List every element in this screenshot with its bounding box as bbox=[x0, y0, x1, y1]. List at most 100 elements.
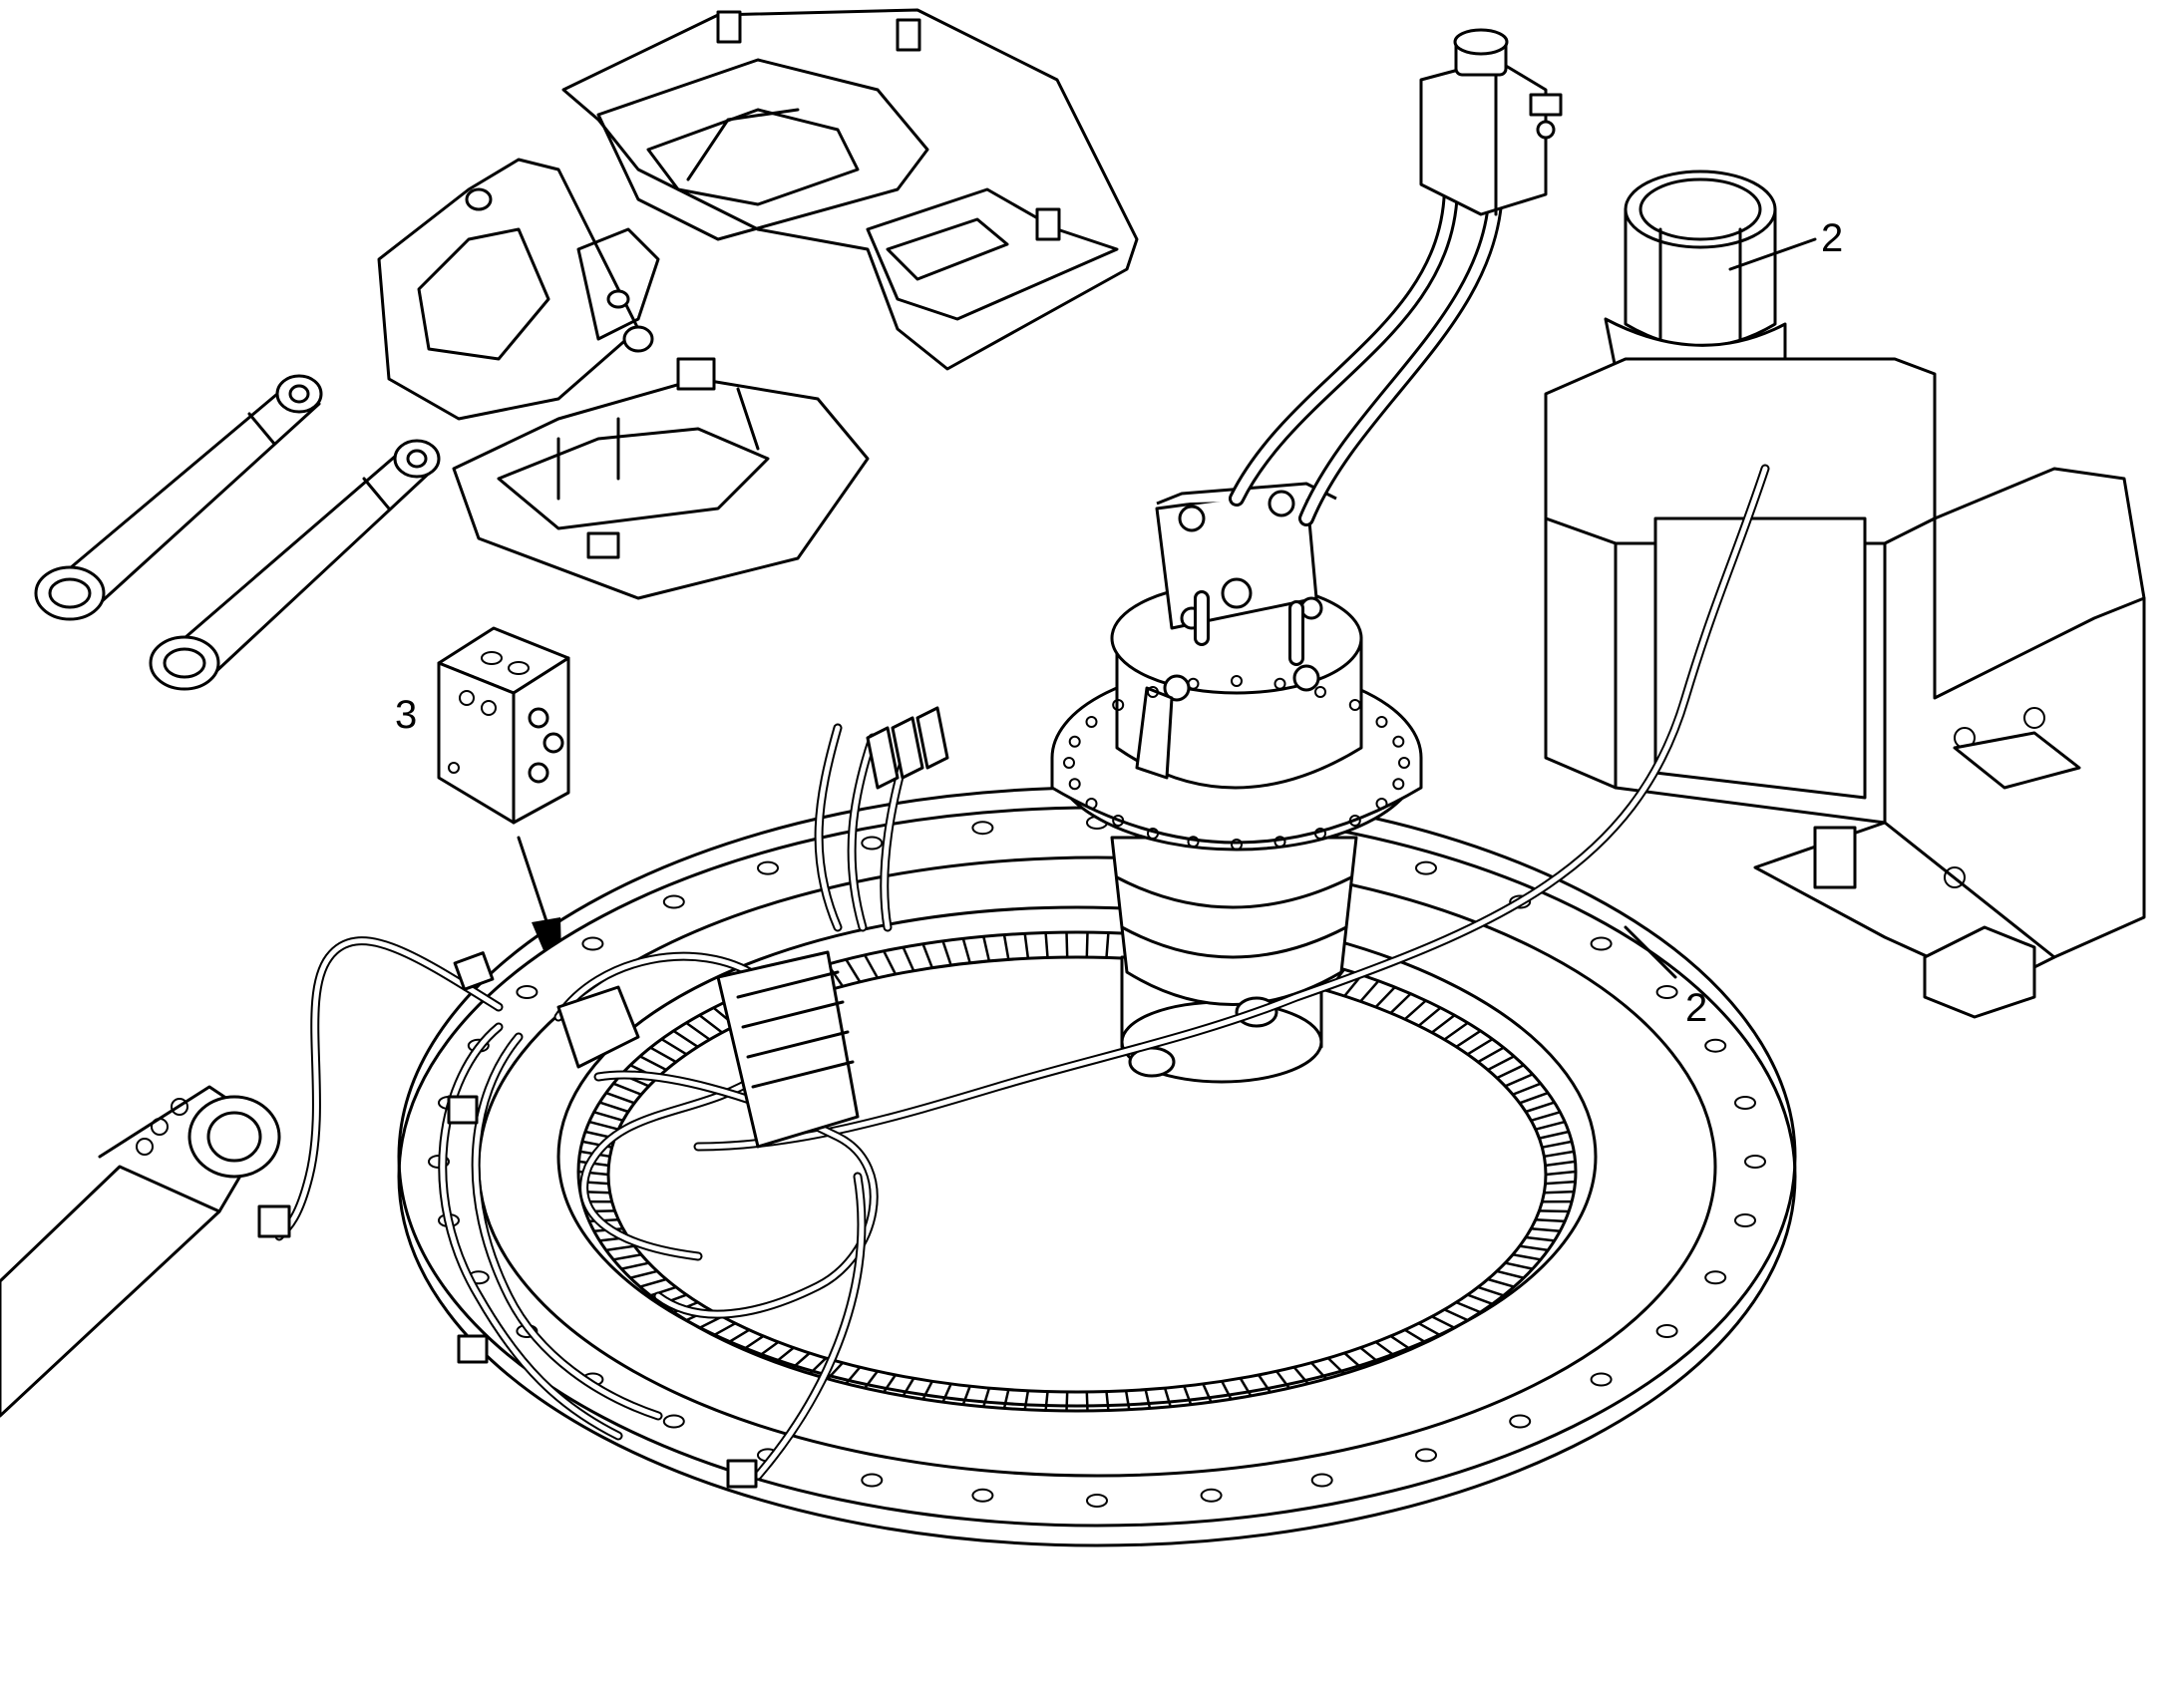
gear-tooth bbox=[1403, 999, 1427, 1021]
gear-tooth bbox=[1359, 979, 1380, 1003]
ring-bolt-hole bbox=[1200, 1488, 1223, 1503]
gear-tooth bbox=[1044, 1391, 1049, 1411]
gear-tooth bbox=[1374, 986, 1396, 1008]
gear-tooth bbox=[902, 1377, 915, 1397]
gear-tooth bbox=[1544, 1190, 1575, 1195]
gear-tooth bbox=[1258, 1374, 1272, 1393]
mounting-bracket bbox=[1544, 357, 2146, 1019]
gear-tooth bbox=[672, 1029, 699, 1048]
gear-tooth bbox=[1002, 934, 1010, 960]
upper-frame bbox=[377, 8, 1139, 600]
flange-bolt bbox=[1392, 735, 1405, 748]
gear-tooth bbox=[1431, 1014, 1456, 1034]
gear-tooth bbox=[1504, 1073, 1534, 1088]
flange-bolt bbox=[1392, 778, 1405, 791]
gear-tooth bbox=[1023, 933, 1030, 959]
ring-bolt-hole bbox=[1310, 1473, 1333, 1488]
gear-tooth bbox=[941, 940, 952, 966]
ring-bolt-hole bbox=[581, 936, 604, 951]
gear-tooth bbox=[1343, 1352, 1363, 1370]
gear-tooth bbox=[1144, 1389, 1152, 1409]
ring-bolt-hole bbox=[1655, 985, 1678, 999]
flange-bolt bbox=[1068, 778, 1081, 791]
flange-bolt bbox=[1085, 716, 1098, 728]
flange-bolt bbox=[1348, 699, 1361, 711]
gear-tooth bbox=[845, 958, 862, 983]
gear-tooth bbox=[1539, 1130, 1570, 1140]
gear-tooth bbox=[1467, 1293, 1493, 1305]
gear-tooth bbox=[809, 1357, 828, 1375]
ring-bolt-hole bbox=[1704, 1270, 1727, 1285]
gear-tooth bbox=[1310, 1361, 1327, 1380]
ring-bolt-hole bbox=[971, 1488, 994, 1503]
ring-bolt-hole bbox=[516, 985, 539, 999]
gear-tooth bbox=[1545, 1170, 1577, 1177]
gear-tooth bbox=[1275, 1370, 1290, 1389]
hydraulic-reservoir bbox=[1194, 28, 1563, 666]
flange-bolt bbox=[1147, 828, 1159, 840]
gear-tooth bbox=[1389, 1334, 1412, 1351]
gear-tooth bbox=[1531, 1226, 1561, 1232]
gear-tooth bbox=[598, 1101, 629, 1114]
gear-tooth bbox=[883, 950, 898, 975]
gear-tooth bbox=[758, 1340, 780, 1357]
callouts: 2 2 3 bbox=[395, 216, 1843, 1030]
distributor-block bbox=[437, 626, 570, 825]
gear-tooth bbox=[1466, 1038, 1494, 1056]
flange-bolt bbox=[1314, 686, 1326, 698]
ring-bolt-hole bbox=[1086, 1494, 1108, 1508]
flange-bolt bbox=[1348, 815, 1361, 827]
hydraulic-cylinder-a bbox=[34, 374, 323, 621]
callout-block: 3 bbox=[395, 693, 417, 737]
gear-tooth bbox=[941, 1383, 952, 1403]
gear-tooth bbox=[827, 1361, 844, 1380]
gear-tooth bbox=[649, 1046, 677, 1064]
gear-tooth bbox=[1221, 1380, 1233, 1400]
gear-tooth bbox=[1496, 1064, 1525, 1080]
gear-tooth bbox=[921, 943, 933, 969]
gear-tooth bbox=[1065, 932, 1069, 958]
gear-tooth bbox=[1431, 1315, 1456, 1329]
flange-bolt bbox=[1231, 675, 1243, 687]
ring-bolt-hole bbox=[1734, 1213, 1756, 1227]
gear-tooth bbox=[1023, 1390, 1030, 1410]
gear-tooth bbox=[1496, 1269, 1525, 1279]
gear-tooth bbox=[864, 1370, 879, 1389]
gear-tooth bbox=[605, 1244, 635, 1252]
gear-tooth bbox=[1085, 1391, 1089, 1411]
flange-bolt bbox=[1314, 828, 1326, 840]
gear-tooth bbox=[620, 1261, 649, 1270]
ring-bolt-hole bbox=[1590, 936, 1613, 951]
ring-bolt-hole bbox=[861, 836, 884, 851]
ring-bolt-hole bbox=[662, 1414, 685, 1429]
gear-tooth bbox=[1530, 1111, 1561, 1122]
gear-tooth bbox=[883, 1374, 897, 1393]
gear-tooth bbox=[727, 1328, 750, 1344]
gear-tooth bbox=[1002, 1389, 1010, 1409]
flange-bolt bbox=[1085, 798, 1098, 810]
ring-bolt-hole bbox=[1509, 1414, 1532, 1429]
gear-tooth bbox=[1404, 1328, 1427, 1344]
gear-tooth bbox=[1085, 932, 1089, 958]
gear-tooth bbox=[1512, 1253, 1542, 1261]
gear-tooth bbox=[902, 946, 915, 972]
gear-tooth bbox=[982, 936, 991, 962]
flange-bolt bbox=[1231, 839, 1243, 851]
gear-tooth bbox=[1417, 1006, 1442, 1027]
ring-bolt-hole bbox=[1655, 1324, 1678, 1338]
gear-tooth bbox=[605, 1091, 635, 1105]
gear-tooth bbox=[660, 1038, 688, 1056]
gear-tooth bbox=[1477, 1046, 1505, 1064]
flange-bolt bbox=[1187, 836, 1200, 849]
gear-tooth bbox=[1545, 1160, 1576, 1168]
gear-tooth bbox=[712, 1322, 737, 1337]
gear-tooth bbox=[1163, 1387, 1172, 1408]
gear-tooth bbox=[639, 1277, 667, 1288]
gear-tooth bbox=[1044, 932, 1049, 958]
flange-bolt bbox=[1112, 699, 1125, 711]
gear-tooth bbox=[1417, 1322, 1442, 1337]
callout-line: 2 bbox=[1685, 986, 1707, 1030]
flange-bolt bbox=[1063, 757, 1075, 769]
gear-tooth bbox=[921, 1380, 933, 1400]
